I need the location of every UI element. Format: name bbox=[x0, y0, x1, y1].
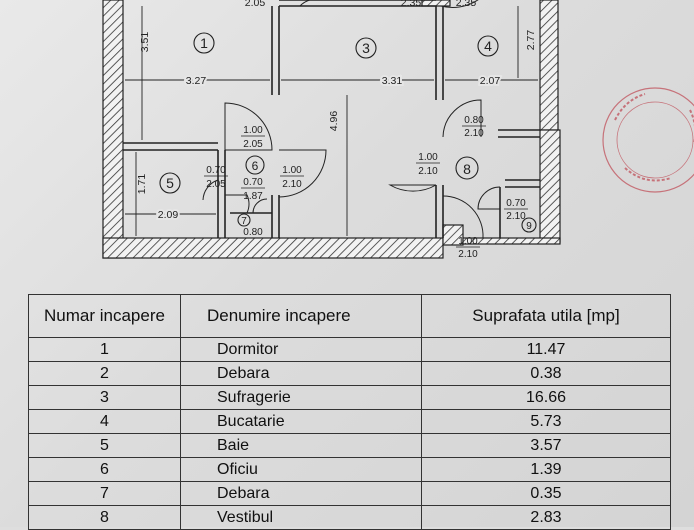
door-1-width: 1.00 bbox=[243, 125, 263, 136]
cell-area: 5.73 bbox=[421, 409, 671, 434]
room-number-7: 7 bbox=[241, 216, 247, 227]
room-number-9: 9 bbox=[526, 221, 532, 232]
room-area-table: Numar incapere Denumire incapere Suprafa… bbox=[28, 294, 671, 530]
floor-plan: 1 3 4 5 6 7 8 9 2.05 2.35 2.35 3.51 3.27… bbox=[102, 0, 694, 260]
cell-room-name: Vestibul bbox=[180, 505, 422, 530]
door-6-height: 2.10 bbox=[464, 128, 484, 139]
dim-top-b: 2.35 bbox=[401, 0, 422, 9]
room-number-8: 8 bbox=[463, 161, 471, 177]
cell-room-number: 2 bbox=[28, 361, 181, 386]
dimension-lines bbox=[125, 6, 538, 236]
room-number-6: 6 bbox=[252, 159, 259, 173]
header-room-name: Denumire incapere bbox=[180, 294, 422, 338]
door-8-width: 0.70 bbox=[506, 198, 526, 209]
dim-room3-height: 4.96 bbox=[328, 111, 340, 132]
table-row: 8 Vestibul 2.83 bbox=[28, 505, 671, 530]
dim-room1-height: 3.51 bbox=[139, 32, 151, 53]
door-6-width: 0.80 bbox=[464, 115, 484, 126]
door-1-height: 2.05 bbox=[243, 139, 263, 150]
cell-room-number: 4 bbox=[28, 409, 181, 434]
cell-room-number: 7 bbox=[28, 481, 181, 506]
cell-room-name: Debara bbox=[180, 481, 422, 506]
room-number-5: 5 bbox=[166, 175, 174, 191]
dim-top-a: 2.05 bbox=[245, 0, 266, 9]
dim-room4-height: 2.77 bbox=[525, 30, 537, 51]
room-marker-6 bbox=[245, 155, 265, 175]
cell-area: 3.57 bbox=[421, 433, 671, 458]
cell-area: 16.66 bbox=[421, 385, 671, 410]
interior-walls bbox=[123, 0, 540, 238]
cell-area: 1.39 bbox=[421, 457, 671, 482]
room-marker-8 bbox=[455, 156, 479, 180]
cell-room-name: Debara bbox=[180, 361, 422, 386]
header-room-number: Numar incapere bbox=[28, 294, 181, 338]
dim-top-c: 2.35 bbox=[456, 0, 477, 9]
cell-room-name: Sufragerie bbox=[180, 385, 422, 410]
door-labels: 1.00 2.05 0.70 2.05 0.70 1.87 1.00 2.10 … bbox=[204, 115, 528, 260]
table-row: 5 Baie 3.57 bbox=[28, 433, 671, 458]
dim-room1-width: 3.27 bbox=[186, 75, 207, 87]
cell-room-number: 5 bbox=[28, 433, 181, 458]
dim-room5-height: 1.71 bbox=[136, 174, 148, 195]
door-5-width: 0.80 bbox=[243, 227, 263, 238]
official-stamp bbox=[602, 87, 694, 193]
door-7-width: 1.00 bbox=[418, 152, 438, 163]
cell-room-number: 1 bbox=[28, 337, 181, 362]
cell-room-name: Baie bbox=[180, 433, 422, 458]
room-marker-3 bbox=[355, 37, 377, 59]
room-marker-9 bbox=[521, 217, 537, 233]
door-4-height: 2.10 bbox=[282, 179, 302, 190]
door-3-height: 1.87 bbox=[243, 191, 263, 202]
room-number-3: 3 bbox=[362, 40, 370, 56]
cell-room-name: Bucatarie bbox=[180, 409, 422, 434]
cell-room-name: Dormitor bbox=[180, 337, 422, 362]
cell-room-name: Oficiu bbox=[180, 457, 422, 482]
door-2-width: 0.70 bbox=[206, 165, 226, 176]
cell-area: 11.47 bbox=[421, 337, 671, 362]
door-4-width: 1.00 bbox=[282, 165, 302, 176]
door-3-width: 0.70 bbox=[243, 177, 263, 188]
room-marker-7 bbox=[237, 213, 251, 227]
dim-room3-width: 3.31 bbox=[382, 75, 403, 87]
door-swings bbox=[202, 0, 501, 239]
table-row: 4 Bucatarie 5.73 bbox=[28, 409, 671, 434]
door-8-height: 2.10 bbox=[506, 211, 526, 222]
table-row: 7 Debara 0.35 bbox=[28, 481, 671, 506]
cell-room-number: 3 bbox=[28, 385, 181, 410]
table-row: 3 Sufragerie 16.66 bbox=[28, 385, 671, 410]
door-2-height: 2.05 bbox=[206, 179, 226, 190]
room-marker-5 bbox=[159, 172, 181, 194]
cell-area: 2.83 bbox=[421, 505, 671, 530]
door-9-height: 2.10 bbox=[458, 249, 478, 260]
door-7-height: 2.10 bbox=[418, 166, 438, 177]
room-numbers: 1 3 4 5 6 7 8 9 bbox=[166, 35, 532, 232]
room-number-1: 1 bbox=[200, 35, 208, 51]
table-row: 2 Debara 0.38 bbox=[28, 361, 671, 386]
dim-room5-width: 2.09 bbox=[158, 209, 179, 221]
cell-room-number: 8 bbox=[28, 505, 181, 530]
room-marker-4 bbox=[477, 35, 499, 57]
cell-area: 0.38 bbox=[421, 361, 671, 386]
table-row: 1 Dormitor 11.47 bbox=[28, 337, 671, 362]
room-markers bbox=[159, 32, 537, 233]
dimension-labels: 2.05 2.35 2.35 3.51 3.27 4.96 3.31 2.07 … bbox=[136, 0, 537, 223]
header-useful-area: Suprafata utila [mp] bbox=[421, 294, 671, 338]
table-row: 6 Oficiu 1.39 bbox=[28, 457, 671, 482]
door-9-width: 1.00 bbox=[458, 236, 478, 247]
cell-room-number: 6 bbox=[28, 457, 181, 482]
dim-room4-width: 2.07 bbox=[480, 75, 501, 87]
room-marker-1 bbox=[193, 32, 215, 54]
table-header-row: Numar incapere Denumire incapere Suprafa… bbox=[28, 294, 671, 338]
cell-area: 0.35 bbox=[421, 481, 671, 506]
room-number-4: 4 bbox=[484, 38, 492, 54]
